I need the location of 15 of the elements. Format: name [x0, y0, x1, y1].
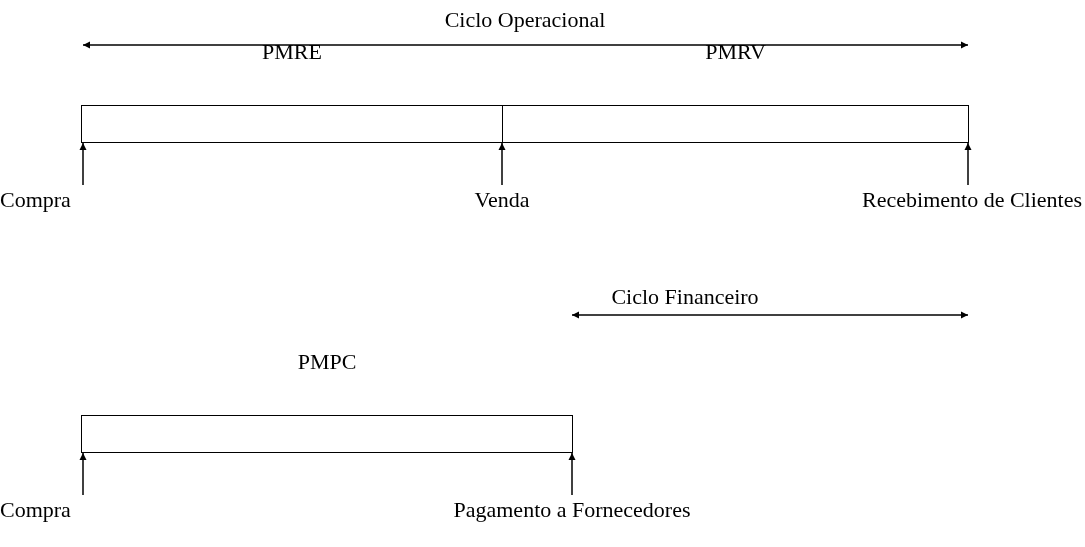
event-label: Venda [474, 188, 530, 212]
event-label: Compra [0, 188, 71, 212]
arrow [568, 452, 576, 496]
period-label: PMRE [262, 40, 322, 64]
period-label: PMRV [705, 40, 766, 64]
arrow [79, 142, 87, 186]
event-label: Compra [0, 498, 71, 522]
cycle-label: Ciclo Operacional [444, 8, 606, 32]
event-label: Recebimento de Clientes [862, 188, 1082, 212]
arrow [79, 452, 87, 496]
period-label: PMPC [297, 350, 357, 374]
cycle-label: Ciclo Financeiro [611, 285, 759, 309]
event-label: Pagamento a Fornecedores [453, 498, 691, 522]
arrow [964, 142, 972, 186]
arrow [498, 142, 506, 186]
